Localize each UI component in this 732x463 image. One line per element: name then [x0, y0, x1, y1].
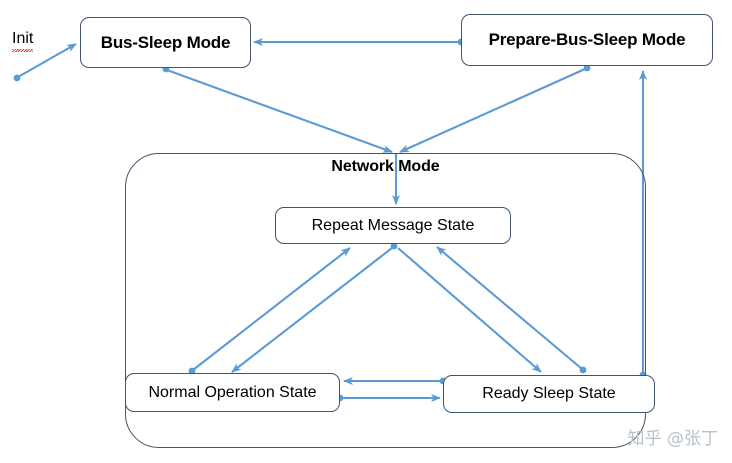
node-ready-sleep-state[interactable]: Ready Sleep State — [443, 375, 655, 413]
network-mode-container — [125, 153, 646, 448]
edge-prepare-to-bus-sleep — [253, 38, 465, 46]
node-normal-operation-state-label: Normal Operation State — [148, 383, 317, 401]
node-prepare-bus-sleep-mode-label: Prepare-Bus-Sleep Mode — [488, 30, 686, 49]
node-repeat-message-state-label: Repeat Message State — [311, 216, 475, 234]
network-mode-label: Network Mode — [331, 158, 440, 175]
watermark: 知乎 @张丁 — [627, 429, 718, 449]
node-prepare-bus-sleep-mode[interactable]: Prepare-Bus-Sleep Mode — [461, 14, 713, 66]
node-normal-operation-state[interactable]: Normal Operation State — [125, 373, 340, 412]
node-repeat-message-state[interactable]: Repeat Message State — [275, 207, 511, 244]
node-bus-sleep-mode[interactable]: Bus-Sleep Mode — [80, 17, 251, 68]
edge-repeat-message-to-normal-operation — [231, 242, 398, 373]
init-label-text: Init — [12, 30, 34, 52]
edge-init-to-bus-sleep — [13, 43, 77, 82]
edge-ready-sleep-to-repeat-message — [436, 246, 587, 374]
node-bus-sleep-mode-label: Bus-Sleep Mode — [100, 32, 231, 52]
init-label: Init — [12, 30, 34, 52]
edge-bus-sleep-to-network-mode — [162, 65, 393, 153]
edge-repeat-message-to-ready-sleep — [397, 247, 542, 373]
node-ready-sleep-state-label: Ready Sleep State — [482, 385, 616, 402]
edge-normal-operation-to-repeat-message — [188, 247, 351, 375]
edge-prepare-to-network-mode — [399, 64, 591, 153]
